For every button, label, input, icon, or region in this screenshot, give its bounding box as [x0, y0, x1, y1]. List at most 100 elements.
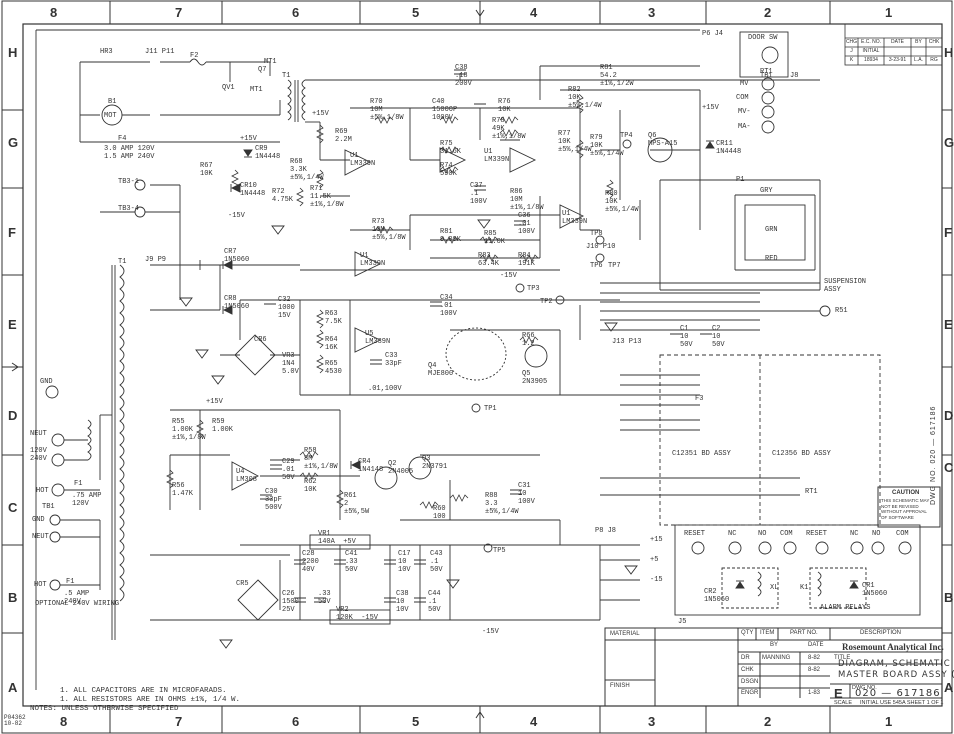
label-r75: R75 31.6K	[440, 140, 462, 156]
label-neut-optional: NEUT	[32, 533, 49, 541]
title-block-description: DESCRIPTION	[860, 630, 902, 636]
label-j5: J5	[678, 618, 687, 626]
zone-label-top-6: 6	[292, 5, 300, 20]
title-block-dr-date: 8-82	[808, 655, 821, 661]
label-c33: C33 33pF	[385, 352, 402, 368]
title-block-frame	[604, 627, 943, 707]
relay1-nc-label: NC	[728, 530, 737, 538]
test-points	[471, 139, 632, 553]
label-c36: C36 .01 100V	[518, 212, 535, 236]
label-c29: C29 .01 50V	[282, 458, 295, 482]
label-r66: R66 1.2	[522, 332, 535, 348]
zone-label-bottom-2: 2	[764, 714, 772, 729]
revision-cell: INITIAL	[862, 48, 880, 54]
revision-cell	[884, 47, 911, 56]
relay1-com-label: COM	[780, 530, 793, 538]
label-r63: R63 7.5K	[325, 310, 342, 326]
label-r74: R74 590K	[440, 162, 457, 178]
label-c35: .01,100V	[368, 385, 402, 393]
note-resistors: 1. ALL RESISTORS ARE IN OHMS ±1%, 1/4 W.	[60, 696, 241, 704]
label-c42: .33 50V	[318, 590, 331, 606]
label-r83: R83 63.4K	[478, 252, 500, 268]
label-cr7: CR7 1N5060	[224, 248, 250, 264]
revision-header-chg: CHG	[845, 39, 858, 45]
label-com: COM	[736, 94, 749, 102]
zone-label-bottom-7: 7	[175, 714, 183, 729]
label-r73: R73 10M ±5%,1/8W	[372, 218, 406, 242]
label-hot-optional: HOT	[34, 581, 47, 589]
label-r69: R69 2.2M	[335, 128, 352, 144]
label-mt1: MT1	[264, 58, 277, 66]
zone-label-right-f: F	[944, 225, 952, 240]
title-block-title-label: TITLE	[834, 655, 851, 661]
resistors	[166, 94, 614, 509]
label-c38: C38 .18 200V	[455, 64, 472, 88]
label-r62: R62 10K	[304, 478, 317, 494]
label-b1: B1	[108, 98, 117, 106]
label-j10-p10: J10 P10	[586, 243, 616, 251]
relay1-coil-label: XL	[770, 584, 779, 592]
label-r81-mid: R81 9.09K	[440, 228, 462, 244]
title-block-size: E	[834, 686, 843, 701]
label-tb3-4: TB3-4	[118, 205, 140, 213]
label-r86: R86 10M ±1%,1/8W	[510, 188, 544, 212]
label-rt1-lower: RT1	[805, 488, 818, 496]
label-r71: R71 11.5K ±1%,1/8W	[310, 185, 344, 209]
label-r79: R79 10K ±5%,1/4W	[590, 134, 624, 158]
label-r67: R67 10K	[200, 162, 213, 178]
label-tp7: TP7	[608, 262, 621, 270]
zone-label-right-d: D	[944, 408, 954, 423]
label-plus15v-c: +15V	[702, 104, 719, 112]
label-mot: MOT	[104, 112, 117, 120]
label-r68: R68 3.3K ±5%,1/4W	[290, 158, 324, 182]
label-f2: F2	[190, 52, 199, 60]
zone-label-bottom-4: 4	[530, 714, 538, 729]
title-block-item: ITEM	[760, 630, 775, 636]
label-r59: R59 1.00K	[212, 418, 234, 434]
label-optional-wiring: OPTIONAL 240V WIRING	[35, 600, 120, 608]
revision-row: K 18934 3-23-91 L.A. RG	[845, 56, 942, 65]
label-q2: Q2 2N4005	[388, 460, 414, 476]
label-r76: R76 10K	[498, 98, 511, 114]
label-f4: F4	[118, 135, 127, 143]
label-c41: C41 .33 50V	[345, 550, 358, 574]
label-q5: Q5 2N3905	[522, 370, 548, 386]
label-u5: U5 LM339N	[365, 330, 391, 346]
title-block-dwg-no: 020 — 617186	[855, 688, 941, 699]
capacitors	[260, 69, 712, 603]
revision-cell: 18934	[864, 57, 878, 63]
label-suspension-assy: SUSPENSION ASSY	[824, 278, 867, 294]
label-hot: HOT	[36, 487, 49, 495]
label-vr1: VR1 140A +5V	[318, 530, 356, 546]
zone-label-bottom-8: 8	[60, 714, 68, 729]
revision-header-row: CHG E.C. NO. DATE BY CHK	[845, 38, 942, 47]
title-block-part-no: PART NO.	[790, 630, 818, 636]
label-plus15v-a: +15V	[312, 110, 329, 118]
label-mv: MV	[740, 80, 749, 88]
caution-text: THIS SCHEMATIC MAY NOT BE REVISED WITHOU…	[881, 498, 930, 520]
label-mt1-lower: MT1	[250, 86, 263, 94]
label-tp5: TP5	[493, 547, 506, 555]
zone-label-left-c: C	[8, 500, 18, 515]
label-r85: R85 11.0K	[484, 230, 506, 246]
label-tp2: TP2	[540, 298, 553, 306]
title-block-dr-name: MANNING	[762, 655, 791, 661]
label-r70: R70 10M ±5%,1/8W	[370, 98, 404, 122]
zone-label-left-b: B	[8, 590, 18, 605]
title-block-by: BY	[770, 642, 779, 648]
relay2-no-label: NO	[872, 530, 881, 538]
zone-label-bottom-1: 1	[885, 714, 893, 729]
label-r72: R72 4.75K	[272, 188, 294, 204]
label-cr5: CR5	[236, 580, 249, 588]
zone-label-right-h: H	[944, 45, 954, 60]
label-r77: R77 10K ±5%,1/4W	[558, 130, 592, 154]
label-c37: C37 .1 100V	[470, 182, 487, 206]
relay1-reset-label: RESET	[684, 530, 706, 538]
label-bd-assy-a: C12351 BD ASSY	[672, 450, 731, 458]
wiring	[35, 29, 921, 690]
label-tb1: TB1	[760, 72, 773, 80]
revision-cell	[911, 47, 926, 56]
label-p6-j4: P6 J4	[702, 30, 724, 38]
